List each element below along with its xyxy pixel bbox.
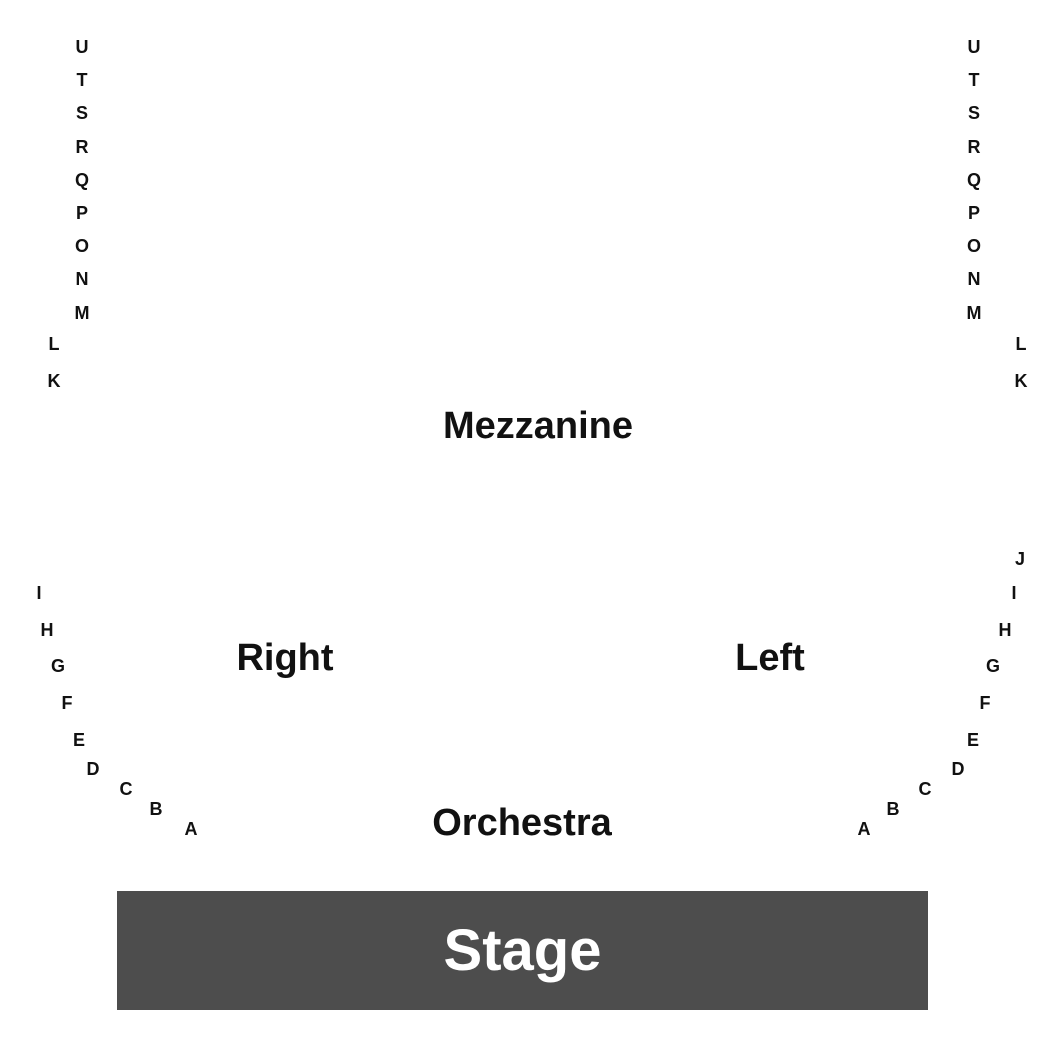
row-label-orchestra-right-h: H bbox=[998, 620, 1012, 640]
section-right-label: Right bbox=[236, 637, 334, 679]
row-label-mezzanine-right-r: R bbox=[967, 137, 981, 157]
row-label-mezzanine-right-n: N bbox=[967, 269, 981, 289]
row-label-mezzanine-left-u: U bbox=[75, 37, 89, 57]
row-label-orchestra-left-g: G bbox=[50, 656, 66, 676]
row-label-orchestra-left-c: C bbox=[119, 779, 133, 799]
row-label-mezzanine-right-p: P bbox=[967, 203, 981, 223]
row-label-mezzanine-left-p: P bbox=[75, 203, 89, 223]
row-label-mezzanine-right-t: T bbox=[968, 70, 980, 90]
row-label-mezzanine-right-m: M bbox=[966, 303, 982, 323]
row-label-orchestra-right-f: F bbox=[979, 693, 991, 713]
row-label-mezzanine-left-k: K bbox=[47, 371, 61, 391]
row-label-mezzanine-left-t: T bbox=[76, 70, 88, 90]
stage-label: Stage bbox=[443, 917, 602, 983]
row-label-mezzanine-right-k: K bbox=[1014, 371, 1028, 391]
row-label-orchestra-right-g: G bbox=[985, 656, 1001, 676]
row-label-mezzanine-left-o: O bbox=[74, 236, 90, 256]
row-label-mezzanine-left-n: N bbox=[75, 269, 89, 289]
row-label-mezzanine-right-o: O bbox=[966, 236, 982, 256]
row-label-orchestra-left-a: A bbox=[184, 819, 198, 839]
row-label-mezzanine-right-l: L bbox=[1015, 334, 1027, 354]
row-label-orchestra-left-f: F bbox=[61, 693, 73, 713]
row-label-orchestra-left-b: B bbox=[149, 799, 163, 819]
row-label-mezzanine-right-q: Q bbox=[966, 170, 982, 190]
row-label-mezzanine-left-m: M bbox=[74, 303, 90, 323]
row-label-orchestra-left-h: H bbox=[40, 620, 54, 640]
row-label-orchestra-left-d: D bbox=[86, 759, 100, 779]
row-label-orchestra-right-c: C bbox=[918, 779, 932, 799]
row-label-orchestra-right-i: I bbox=[1011, 583, 1017, 603]
row-label-mezzanine-left-s: S bbox=[75, 103, 89, 123]
row-label-mezzanine-right-s: S bbox=[967, 103, 981, 123]
row-label-orchestra-right-e: E bbox=[966, 730, 980, 750]
row-label-mezzanine-left-l: L bbox=[48, 334, 60, 354]
row-label-orchestra-right-b: B bbox=[886, 799, 900, 819]
row-label-mezzanine-right-u: U bbox=[967, 37, 981, 57]
section-orchestra-label: Orchestra bbox=[432, 802, 612, 844]
row-label-orchestra-right-d: D bbox=[951, 759, 965, 779]
row-label-orchestra-left-e: E bbox=[72, 730, 86, 750]
section-left-label: Left bbox=[735, 637, 805, 679]
row-label-orchestra-right-a: A bbox=[857, 819, 871, 839]
row-label-orchestra-left-i: I bbox=[36, 583, 42, 603]
row-label-orchestra-right-j: J bbox=[1014, 549, 1026, 569]
section-mezzanine-label: Mezzanine bbox=[442, 405, 634, 447]
row-label-mezzanine-left-r: R bbox=[75, 137, 89, 157]
row-label-mezzanine-left-q: Q bbox=[74, 170, 90, 190]
stage: Stage bbox=[117, 891, 928, 1010]
